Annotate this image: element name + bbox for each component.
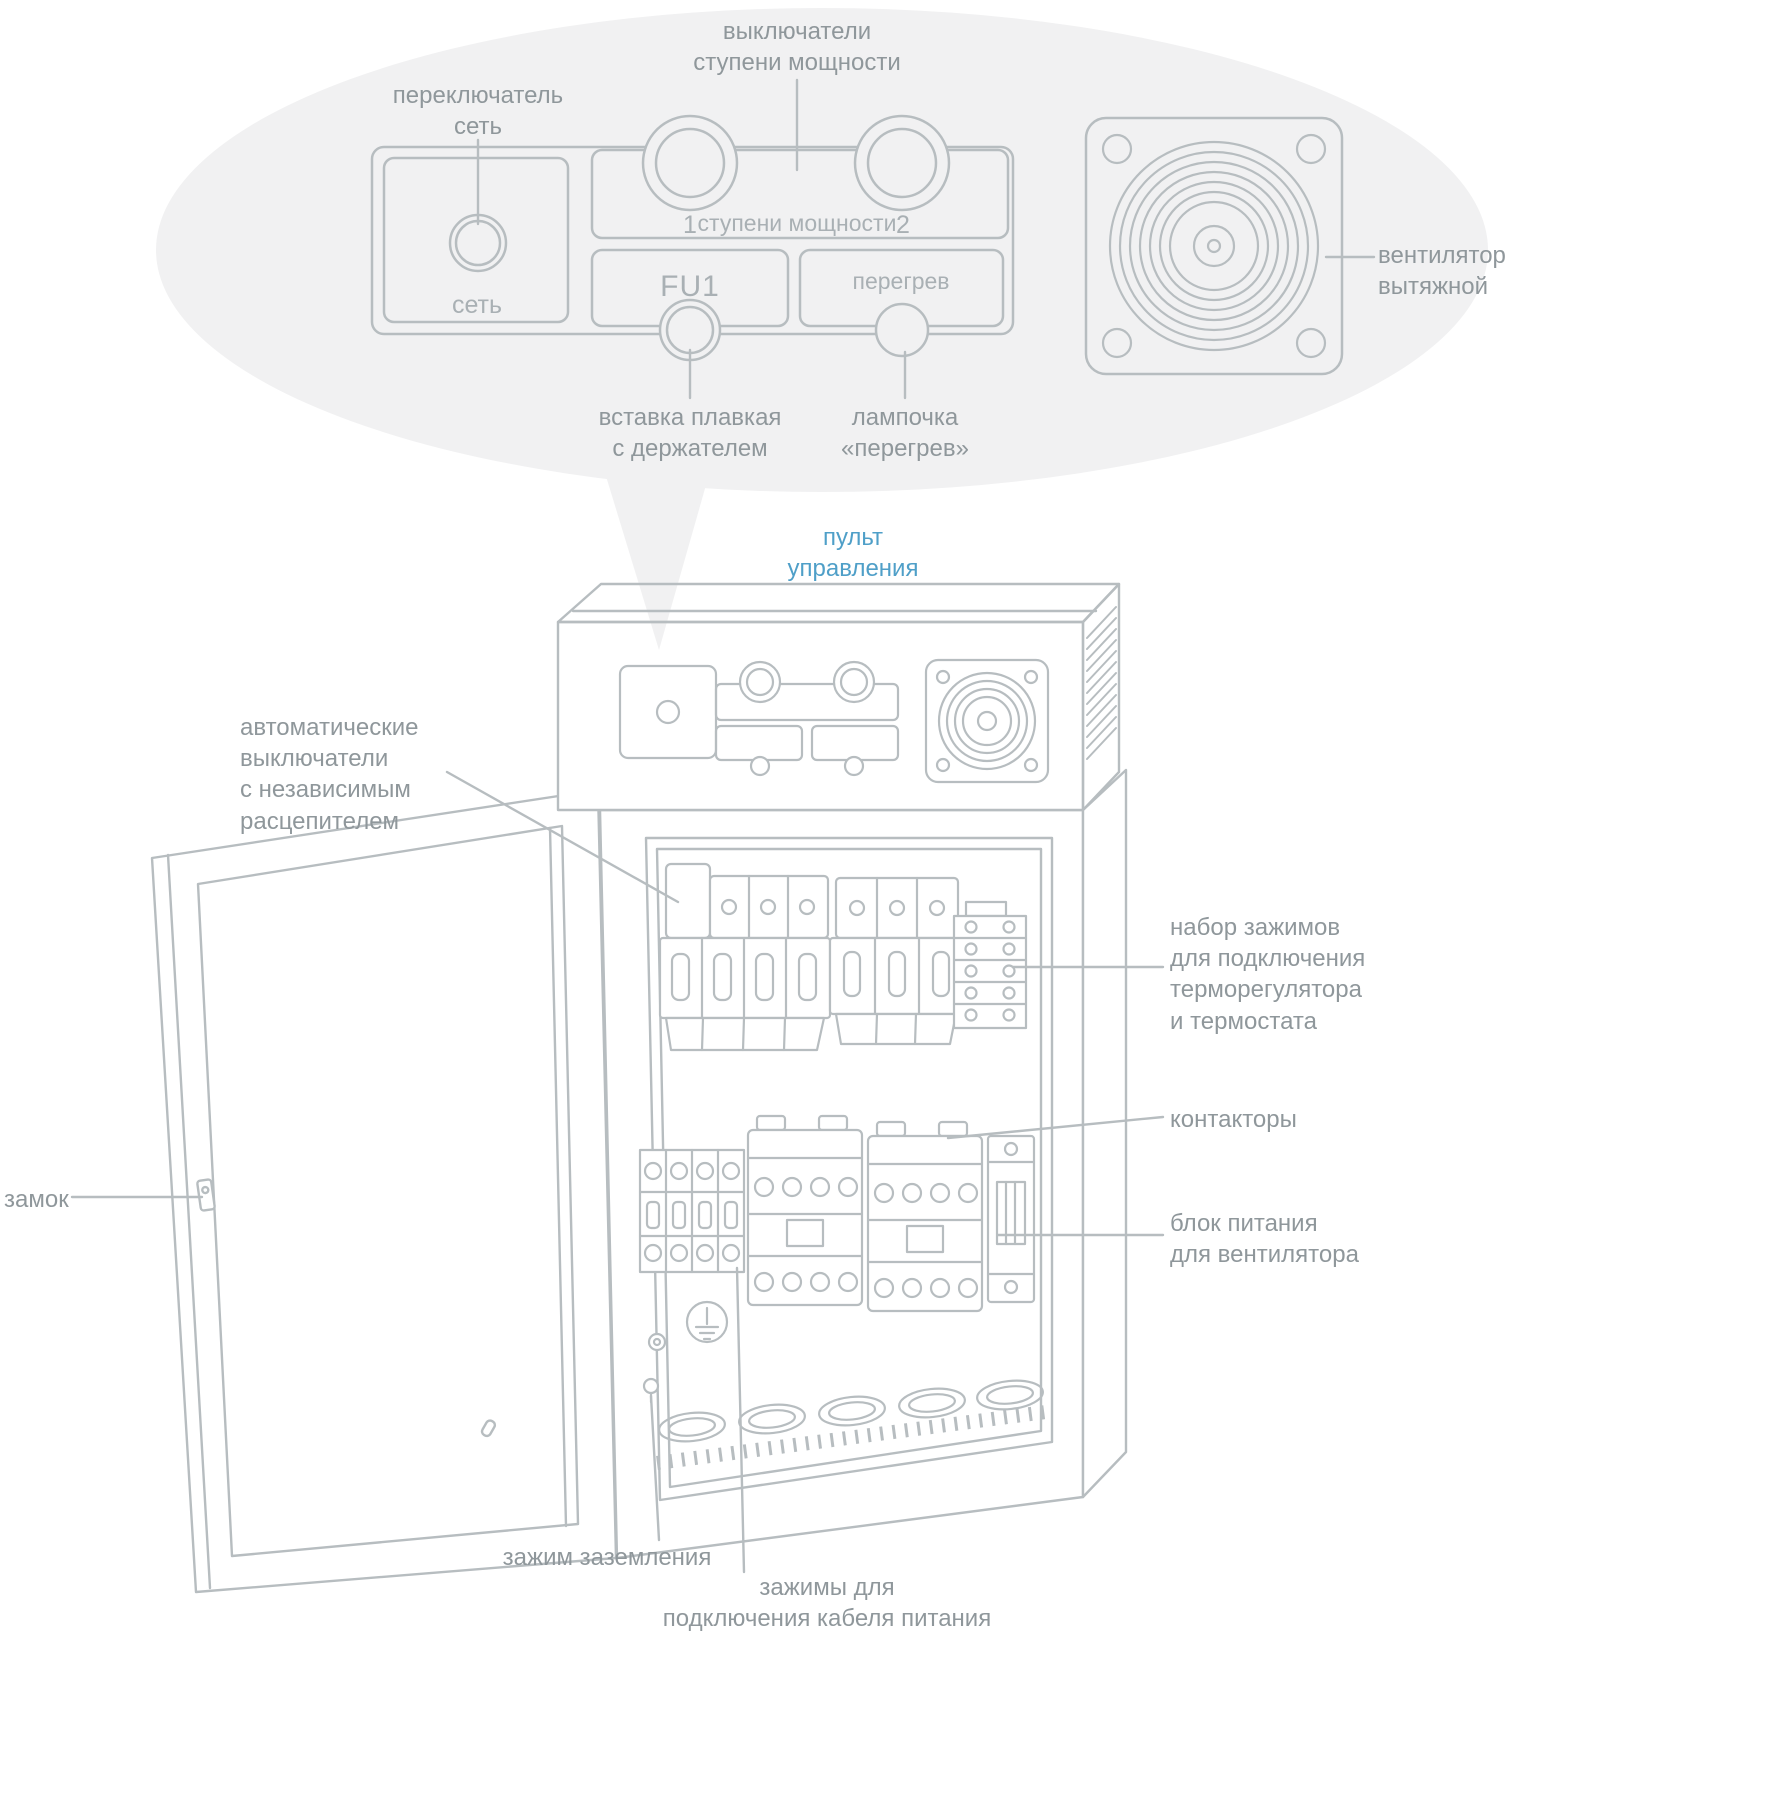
- power-cable-clamp-modules: [638, 1148, 746, 1274]
- breaker-block-a: [658, 862, 832, 1052]
- power-switches-label: выключатели ступени мощности: [693, 18, 901, 77]
- panel-stage1-label: 1: [683, 211, 697, 239]
- cabinet-door: [150, 788, 618, 1594]
- contactors-label: контакторы: [1170, 1106, 1297, 1133]
- control-box: [556, 582, 1121, 812]
- panel-fan-grille: [924, 658, 1050, 784]
- leader-lines: [70, 78, 1376, 1574]
- contactor-2: [866, 1120, 984, 1313]
- panel-stages-label: ступени мощности: [698, 210, 897, 236]
- control-box-panel: [618, 658, 1050, 784]
- panel-detail: [370, 114, 1015, 362]
- contactor-1: [746, 1114, 864, 1307]
- fan-power-supply: [986, 1134, 1036, 1304]
- overheat-lamp-label: лампочка «перегрев»: [841, 404, 969, 463]
- leader-power-cable: [735, 1266, 746, 1574]
- callout-funnel: [598, 450, 712, 650]
- cable-gland-row: [656, 1379, 1047, 1470]
- ground-label: зажим заземления: [502, 1544, 712, 1571]
- control-unit-label: пульт управления: [787, 524, 919, 583]
- panel-detail-text: сеть 1 ступени мощности 2 FU1 перегрев: [452, 210, 950, 319]
- terminals-label: набор зажимов для подключения терморегул…: [1170, 914, 1366, 1035]
- psu-label: блок питания для вентилятора: [1170, 1210, 1359, 1269]
- panel-stage2-label: 2: [896, 211, 910, 239]
- door-pin: [480, 1419, 497, 1438]
- panel-net-label: сеть: [452, 291, 502, 319]
- control-box-mask: [558, 584, 1119, 810]
- fuse-label: вставка плавкая с держателем: [598, 404, 782, 463]
- leader-contactors: [946, 1115, 1165, 1140]
- overheat-lamp: [874, 302, 930, 358]
- breakers-label: автоматические выключатели с независимым…: [240, 714, 419, 835]
- vent-ribs: [1086, 606, 1117, 760]
- lock-label: замок: [4, 1186, 69, 1213]
- panel-fuse-label: FU1: [660, 270, 720, 303]
- thermostat-terminal-block: [952, 900, 1028, 1030]
- leader-breakers: [445, 770, 680, 904]
- leader-ground: [649, 1394, 661, 1542]
- panel-overheat-label: перегрев: [852, 268, 949, 294]
- network-switch-label: переключатель сеть: [392, 82, 564, 141]
- exhaust-fan-label: вентилятор вытяжной: [1378, 242, 1506, 301]
- door-lock: [196, 1178, 216, 1212]
- fan-detail: [1084, 116, 1344, 376]
- power-cable-label: зажимы для подключения кабеля питания: [662, 1574, 992, 1633]
- ground-terminal: [642, 1300, 729, 1404]
- breaker-block-b: [828, 876, 966, 1046]
